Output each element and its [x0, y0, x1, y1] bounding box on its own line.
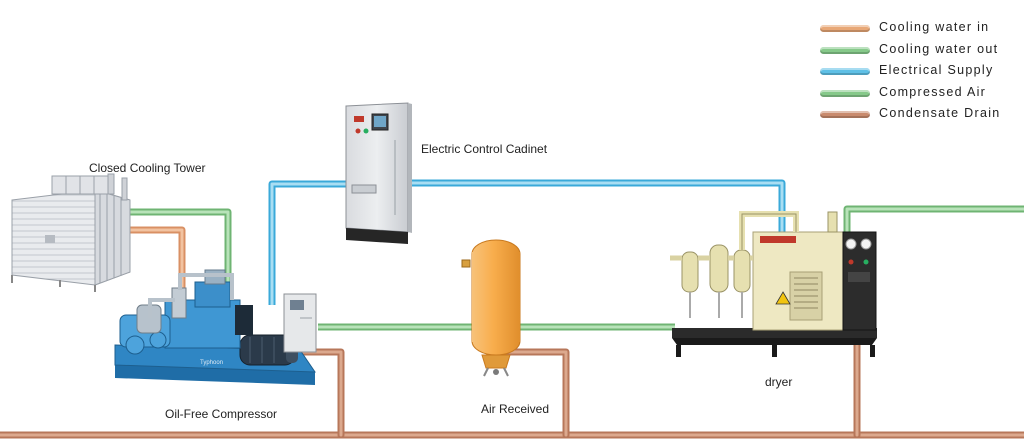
legend-swatch	[820, 89, 870, 97]
legend-swatch	[820, 46, 870, 54]
legend-item-cooling-water-out: Cooling water out	[820, 42, 1020, 64]
compressor-brand-label: Typhoon	[200, 360, 224, 366]
dryer-label: dryer	[765, 375, 793, 389]
closed-cooling-tower	[11, 173, 131, 292]
cooling-tower-label: Closed Cooling Tower	[89, 161, 206, 175]
legend-label: Electrical Supply	[879, 63, 994, 77]
drain-receiver-pipe	[501, 348, 570, 439]
compressed-air-pipe	[318, 205, 1024, 331]
air-receiver-tank	[461, 239, 521, 377]
electric-control-cabinet	[345, 102, 412, 244]
legend-swatch	[820, 68, 870, 75]
legend-label: Cooling water in	[879, 20, 990, 34]
receiver-label: Air Received	[481, 402, 550, 416]
control-cabinet-label: Electric Control Cadinet	[421, 142, 548, 156]
legend-item-electrical-supply: Electrical Supply	[820, 63, 1020, 85]
legend: Cooling water in Cooling water out Elect…	[820, 20, 1020, 128]
legend-label: Compressed Air	[879, 84, 987, 99]
legend-item-compressed-air: Compressed Air	[820, 85, 1020, 107]
legend-item-cooling-water-in: Cooling water in	[820, 20, 1020, 42]
legend-label: Cooling water out	[879, 41, 999, 56]
compressor-label: Oil-Free Compressor	[165, 407, 278, 421]
refrigerated-dryer	[670, 211, 877, 357]
legend-swatch	[820, 25, 870, 32]
legend-item-condensate-drain: Condensate Drain	[820, 106, 1020, 128]
cooling-water-out-pipe	[130, 208, 232, 300]
compressed-air-outlet	[843, 205, 1024, 232]
legend-swatch	[820, 111, 870, 118]
legend-label: Condensate Drain	[879, 106, 1001, 120]
oil-free-compressor	[114, 269, 317, 385]
